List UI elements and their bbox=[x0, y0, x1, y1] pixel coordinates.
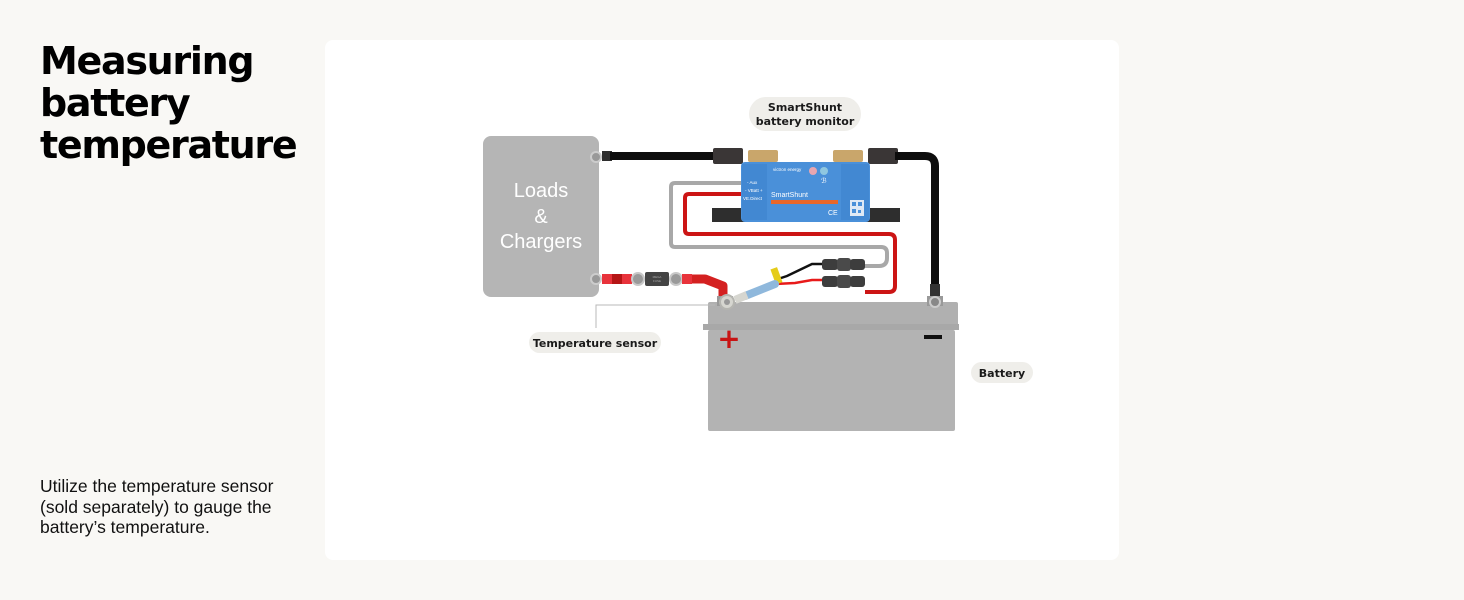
title-line-3: temperature bbox=[40, 123, 298, 167]
vbatt-wire bbox=[683, 192, 897, 294]
loads-line-3: Chargers bbox=[500, 231, 582, 253]
temperature-sensor-label-text: Temperature sensor bbox=[533, 337, 658, 350]
negative-sign bbox=[924, 335, 942, 339]
temperature-sensor-leader bbox=[595, 304, 715, 328]
loads-negative-terminal bbox=[590, 151, 602, 163]
ce-mark: CE bbox=[828, 210, 838, 217]
inline-fuse-holder-aux bbox=[822, 258, 865, 271]
port-label-aux: - Aux bbox=[747, 180, 758, 185]
temperature-sensor-label: Temperature sensor bbox=[529, 332, 661, 353]
bluetooth-icon: ℬ bbox=[821, 177, 827, 185]
shunt-left-connector bbox=[713, 148, 743, 164]
fuse-bolt-right bbox=[669, 272, 683, 286]
loads-chargers-box: Loads & Chargers bbox=[483, 136, 599, 297]
fuse-label-2: FUSE bbox=[653, 279, 661, 283]
positive-cable-battery bbox=[683, 274, 728, 304]
title-line-1: Measuring bbox=[40, 39, 255, 83]
bluetooth-led bbox=[820, 167, 828, 175]
device-name: SmartShunt bbox=[771, 192, 808, 199]
mega-fuse bbox=[645, 272, 669, 286]
sensor-yellow-tag bbox=[770, 267, 783, 285]
loads-line-1: Loads bbox=[514, 180, 569, 202]
wiring-diagram: - Aux - VBatt + VE.Direct victron energy… bbox=[483, 97, 1033, 431]
shunt-left-bolt bbox=[748, 150, 778, 162]
error-led bbox=[809, 167, 817, 175]
diagram-card: - Aux - VBatt + VE.Direct victron energy… bbox=[325, 40, 1119, 560]
description-text: Utilize the temperature sensor (sold sep… bbox=[40, 476, 274, 537]
shunt-base-right bbox=[865, 208, 900, 222]
brand-logo: victron energy bbox=[773, 167, 802, 172]
fuse-bolt-left bbox=[631, 272, 645, 286]
orange-stripe bbox=[771, 200, 838, 204]
loads-negative-lug bbox=[602, 151, 612, 161]
battery: + bbox=[703, 296, 959, 431]
inline-fuse-holder-vbatt bbox=[822, 275, 865, 288]
negative-cable-top bbox=[610, 152, 718, 160]
smartshunt-label-line-1: SmartShunt bbox=[768, 101, 842, 114]
temperature-sensor bbox=[719, 262, 825, 310]
battery-label: Battery bbox=[971, 362, 1033, 383]
smartshunt-device: - Aux - VBatt + VE.Direct victron energy… bbox=[741, 162, 870, 222]
battery-label-text: Battery bbox=[979, 367, 1025, 380]
page-title: Measuring battery temperature bbox=[40, 40, 310, 166]
loads-line-2: & bbox=[534, 206, 548, 228]
loads-positive-terminal bbox=[590, 273, 602, 285]
negative-cable-battery bbox=[895, 152, 939, 288]
smartshunt-label-line-2: battery monitor bbox=[756, 115, 855, 128]
title-line-2: battery bbox=[40, 81, 191, 125]
positive-sign: + bbox=[717, 322, 740, 355]
shunt-right-connector bbox=[868, 148, 898, 164]
shunt-right-bolt bbox=[833, 150, 863, 162]
smartshunt-label: SmartShunt battery monitor bbox=[749, 97, 861, 131]
port-label-vbatt: - VBatt + bbox=[745, 188, 763, 193]
negative-cable-end bbox=[930, 284, 940, 296]
aux-wire bbox=[669, 181, 889, 268]
fuse-label: MEGA bbox=[653, 275, 662, 279]
port-label-vedirect: VE.Direct bbox=[743, 196, 763, 201]
